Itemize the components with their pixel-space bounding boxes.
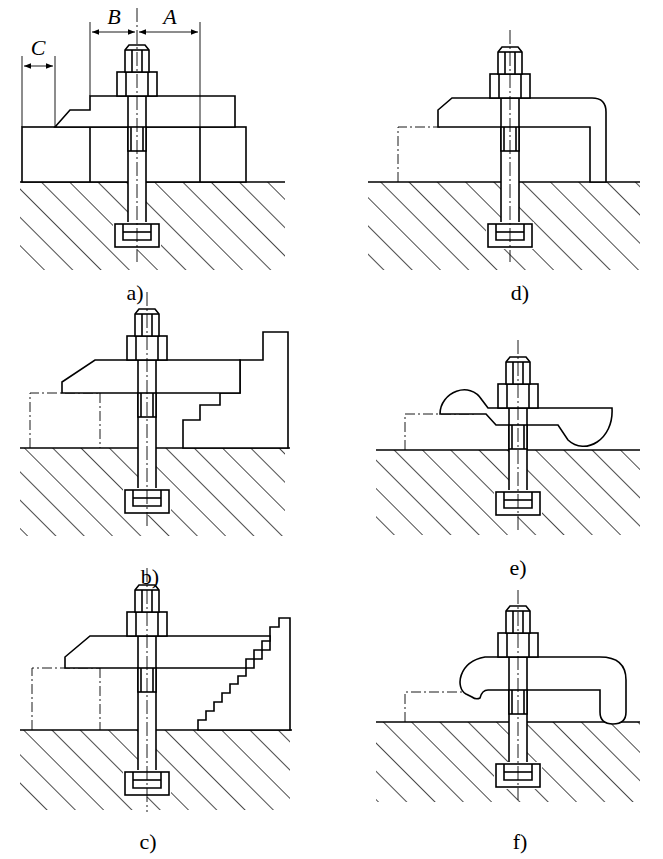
figure-c bbox=[20, 568, 292, 812]
dimension-letter: B bbox=[107, 6, 120, 28]
subfigure-label: d) bbox=[511, 282, 529, 304]
subfigure-label: c) bbox=[139, 831, 156, 853]
figure-d bbox=[368, 30, 640, 270]
figure-a bbox=[20, 8, 285, 270]
figure-e bbox=[376, 340, 640, 535]
dimension-letter: C bbox=[31, 37, 46, 59]
subfigure-label: b) bbox=[141, 566, 159, 588]
figure-b bbox=[20, 292, 290, 536]
dimension-letter: A bbox=[163, 6, 176, 28]
figure-f bbox=[376, 590, 640, 802]
subfigure-label: a) bbox=[126, 282, 143, 304]
subfigure-label: f) bbox=[513, 831, 528, 853]
subfigure-label: e) bbox=[509, 557, 526, 579]
